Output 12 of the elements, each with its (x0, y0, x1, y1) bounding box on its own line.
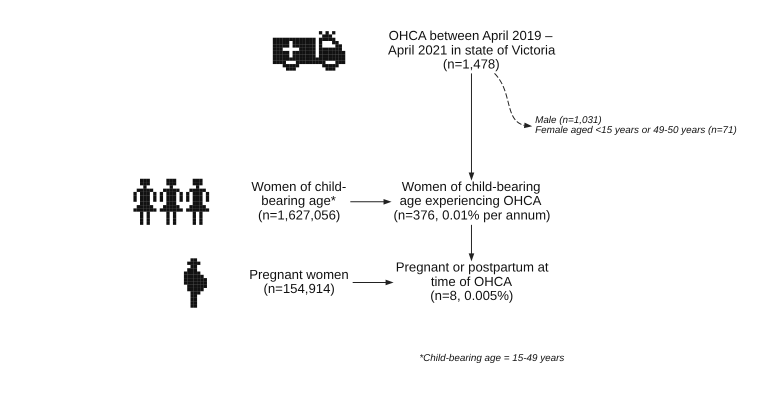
node-text: Pregnant women (n=154,914) (249, 266, 349, 296)
arrow (494, 72, 532, 128)
node-text: Male (n=1,031) Female aged <15 years or 49-50 years (n=71) (535, 115, 737, 136)
arrow (468, 224, 474, 262)
arrow (468, 72, 474, 181)
arrow (352, 280, 394, 286)
node-text: Pregnant or postpartum at time of OHCA (n=8, 0.005%) (396, 260, 549, 304)
node-text: Women of child-bearing age experiencing OHCA (n=376, 0.01% per annum) (394, 178, 550, 222)
node-text: Women of child-bearing age* (n=1,627,056) (251, 178, 346, 222)
arrow (350, 198, 392, 205)
node-text: OHCA between April 2019 – April 2021 in state of Victoria (n=1,478) (388, 28, 556, 72)
label: *Child-bearing age = 15-49 years (419, 353, 564, 364)
